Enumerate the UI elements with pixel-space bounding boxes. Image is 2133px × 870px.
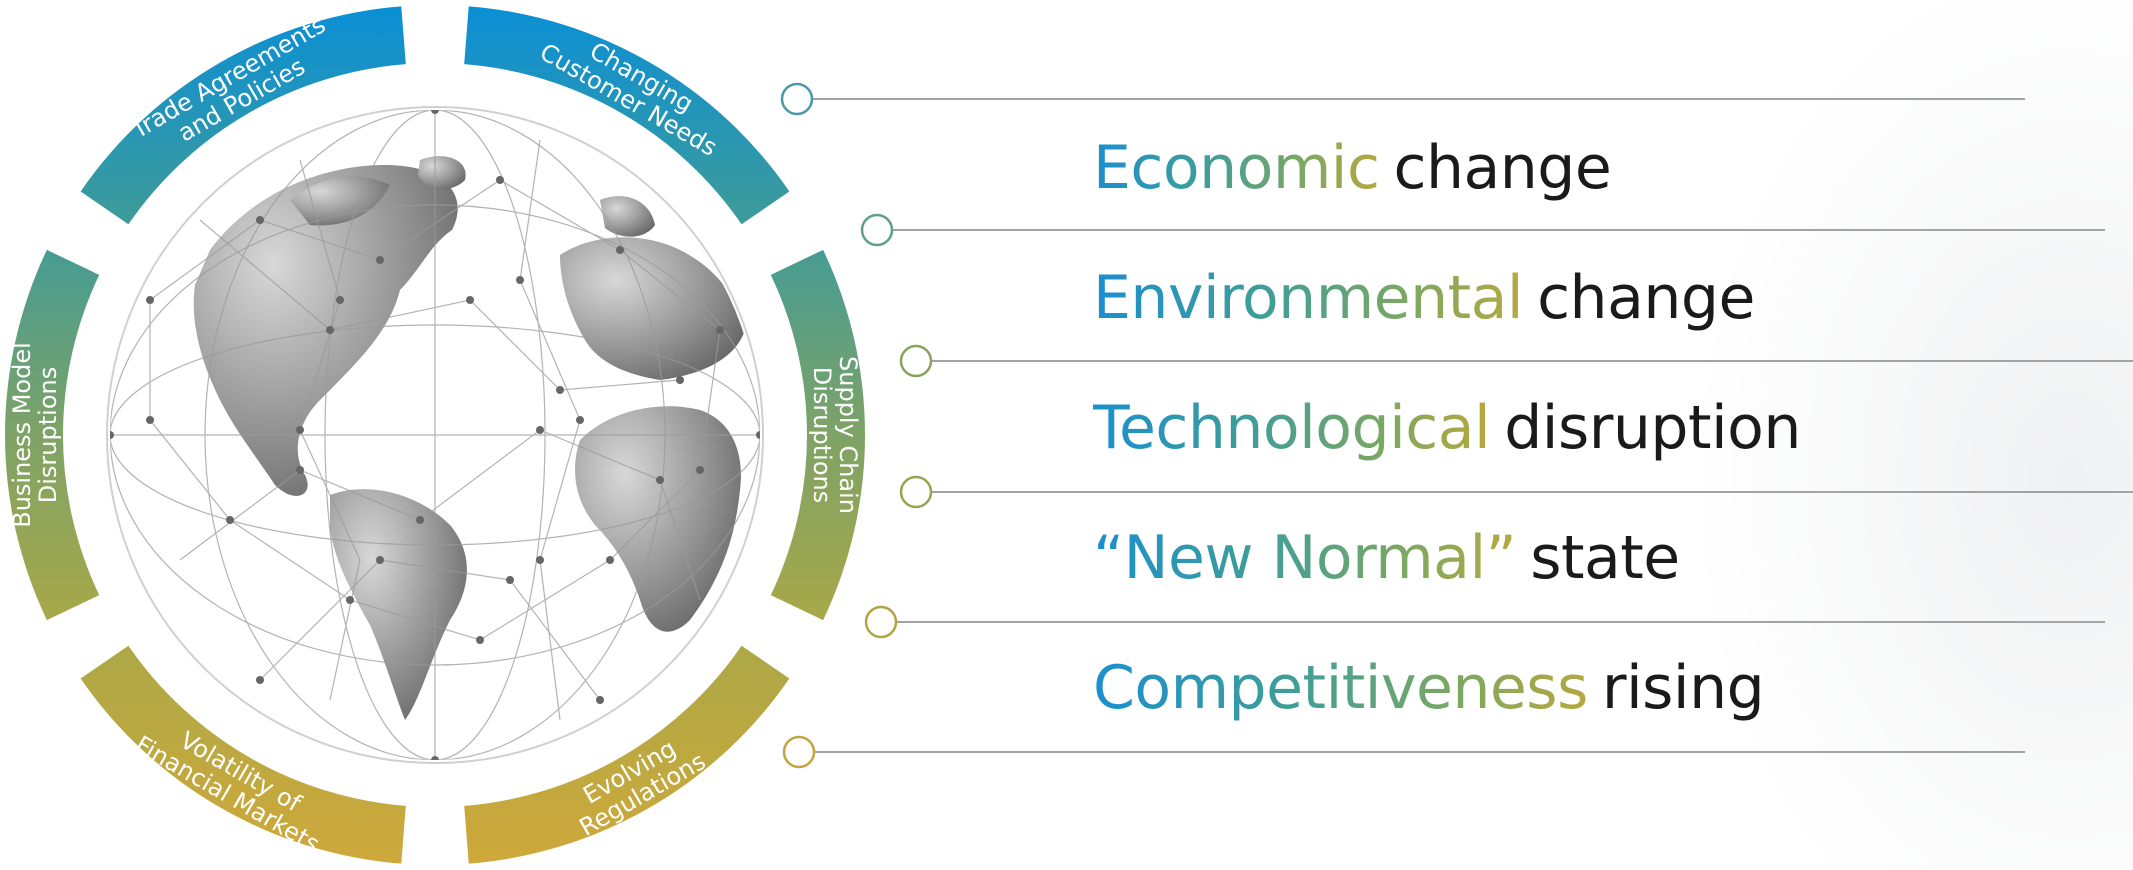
background-glow [1500, 0, 2133, 870]
ring-segment-supply-chain-disruptions [770, 249, 866, 621]
segment-label-line: Disruptions [34, 367, 62, 503]
segment-label-line: Disruptions [808, 367, 836, 503]
driver-row: “New Normal”state [1093, 528, 1680, 588]
connector-node [899, 344, 933, 378]
connector-lines [780, 82, 2133, 769]
connector-node [864, 605, 898, 639]
connector-node [782, 735, 816, 769]
ring-segment-volatility-financial-markets [80, 645, 406, 864]
connector-node [899, 475, 933, 509]
driver-highlight: “New Normal” [1093, 523, 1517, 593]
ring-segment-business-model-disruptions [5, 249, 100, 621]
ring [5, 6, 866, 864]
driver-highlight: Environmental [1093, 263, 1524, 333]
driver-rest: state [1530, 523, 1680, 593]
driver-rest: change [1393, 133, 1612, 203]
driver-highlight: Economic [1093, 133, 1380, 203]
ring-segment-changing-customer-needs [464, 6, 790, 225]
driver-rest: disruption [1504, 393, 1801, 463]
ring-segment-trade-agreements-policies [80, 6, 406, 225]
wireframe-globe-icon [106, 106, 764, 764]
driver-highlight: Technological [1093, 393, 1491, 463]
segment-label-line: Supply Chain [834, 356, 862, 514]
connector-node [780, 82, 814, 116]
connector-node [860, 213, 894, 247]
driver-highlight: Competitiveness [1093, 653, 1588, 723]
driver-rest: rising [1601, 653, 1765, 723]
driver-rest: change [1537, 263, 1755, 333]
segment-label-line: Business Model [8, 342, 36, 528]
ring-segment-evolving-regulations [464, 645, 790, 864]
